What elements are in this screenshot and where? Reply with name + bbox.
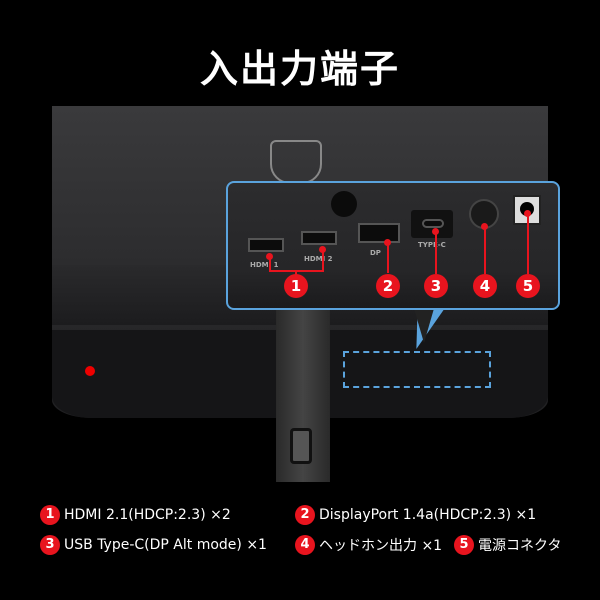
hdmi1-label: HDMI 1	[250, 261, 279, 269]
legend-text: 電源コネクタ	[478, 538, 562, 554]
legend-text: ヘッドホン出力 ×1	[319, 538, 443, 554]
hdmi1-port	[248, 238, 284, 252]
legend-number: 2	[295, 505, 315, 525]
marker-line	[295, 270, 297, 276]
legend-number: 1	[40, 505, 60, 525]
marker-dot	[266, 253, 273, 260]
callout-pointer-fill	[413, 305, 435, 343]
legend-text: DisplayPort 1.4a(HDCP:2.3) ×1	[319, 507, 537, 523]
legend-number: 5	[454, 535, 474, 555]
vesa-hole	[331, 191, 357, 217]
typec-port	[422, 219, 444, 228]
marker-dot	[524, 210, 531, 217]
marker-5: 5	[516, 274, 540, 298]
marker-line	[387, 243, 389, 273]
marker-4: 4	[473, 274, 497, 298]
power-led	[85, 366, 95, 376]
dp-label: DP	[370, 249, 381, 257]
marker-2: 2	[376, 274, 400, 298]
port-callout: HDMI 1 HDMI 2 DP TYPE-C 1 2 3 4 5	[226, 181, 560, 310]
marker-1: 1	[284, 274, 308, 298]
port-area-highlight	[343, 351, 491, 388]
marker-dot	[432, 228, 439, 235]
typec-label: TYPE-C	[418, 241, 446, 249]
marker-dot	[384, 239, 391, 246]
marker-3: 3	[424, 274, 448, 298]
legend-number: 3	[40, 535, 60, 555]
hdmi2-label: HDMI 2	[304, 255, 333, 263]
cable-hole	[290, 428, 312, 464]
marker-line	[322, 250, 324, 272]
displayport-port	[358, 223, 400, 243]
marker-dot	[319, 246, 326, 253]
page-title: 入出力端子	[199, 47, 400, 91]
marker-line	[484, 227, 486, 274]
marker-dot	[481, 223, 488, 230]
legend-text: HDMI 2.1(HDCP:2.3) ×2	[64, 507, 231, 523]
marker-line	[269, 257, 271, 272]
marker-line	[435, 232, 437, 274]
legend-text: USB Type-C(DP Alt mode) ×1	[64, 537, 267, 553]
marker-line	[527, 214, 529, 274]
msi-dragon-logo	[270, 140, 322, 184]
hdmi2-port	[301, 231, 337, 245]
legend-number: 4	[295, 535, 315, 555]
